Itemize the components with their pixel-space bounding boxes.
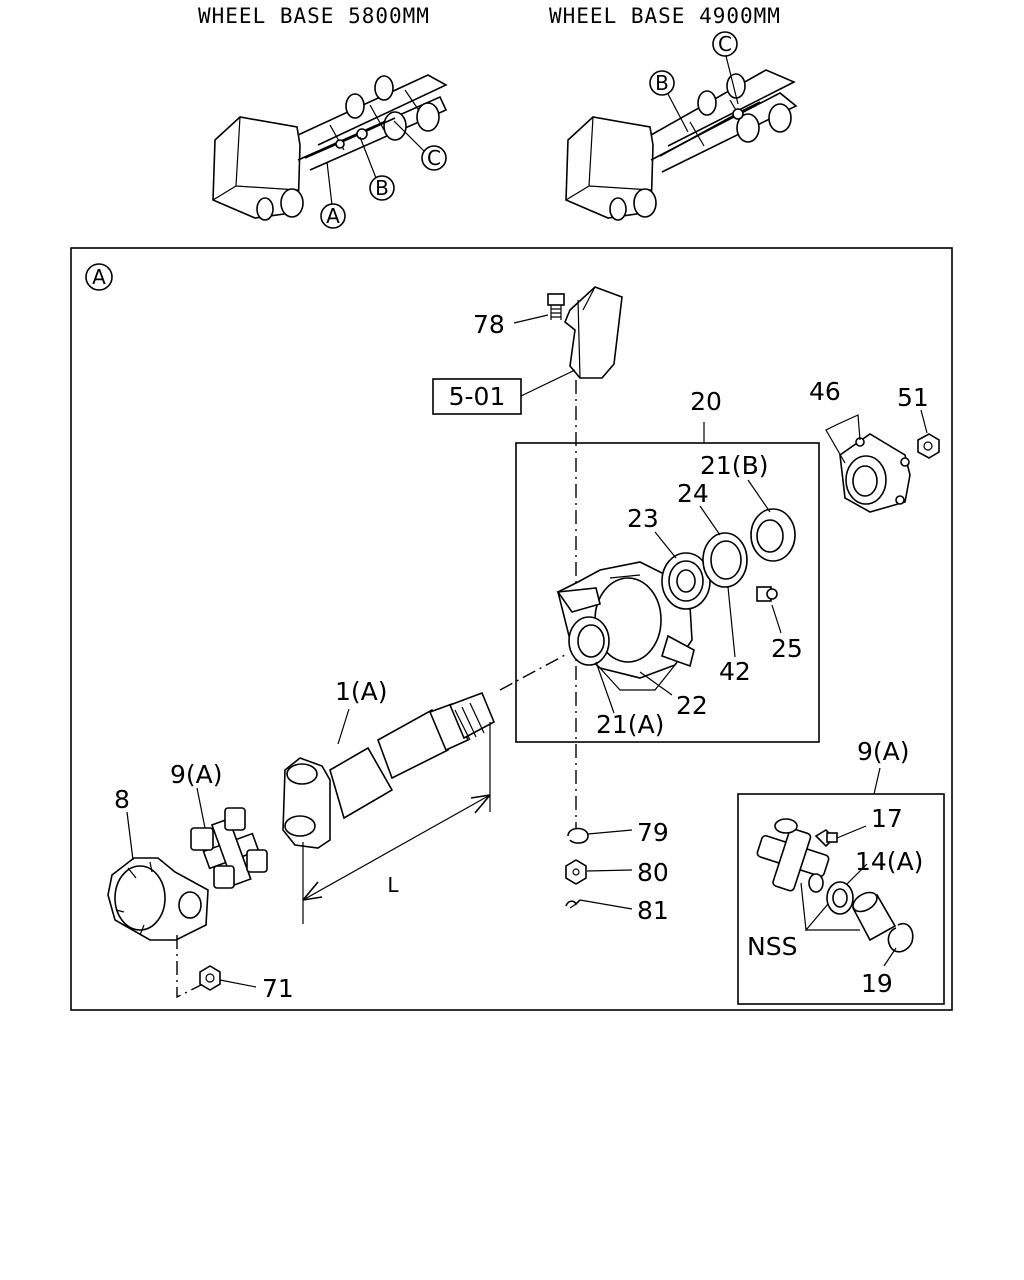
length-dimension bbox=[302, 722, 491, 924]
nut-71 bbox=[199, 965, 221, 991]
callout-19: 19 bbox=[861, 969, 893, 998]
callout-20: 20 bbox=[690, 387, 722, 416]
grease-nipple-25 bbox=[756, 586, 778, 602]
wheel-base-5800-title: WHEEL BASE 5800MM bbox=[198, 4, 430, 28]
callout-81: 81 bbox=[637, 896, 669, 925]
washer-79 bbox=[567, 827, 589, 844]
flange-yoke-8 bbox=[107, 857, 209, 941]
callout-8: 8 bbox=[114, 785, 130, 814]
reference-box bbox=[432, 378, 522, 415]
label-nss: NSS bbox=[747, 932, 797, 961]
callout-21b: 21(B) bbox=[700, 451, 768, 480]
propeller-shaft-1a bbox=[282, 691, 496, 849]
right-truck-tag-b: B bbox=[655, 71, 669, 95]
mounting-bracket bbox=[564, 286, 623, 379]
callout-79: 79 bbox=[637, 818, 669, 847]
bolt-78 bbox=[547, 293, 565, 320]
split-pin-81 bbox=[565, 899, 581, 909]
lock-nut-51 bbox=[917, 433, 940, 459]
callout-9a-main: 9(A) bbox=[170, 760, 223, 789]
detail-frame bbox=[70, 247, 953, 1011]
dimension-l-label: L bbox=[387, 873, 399, 897]
truck-chassis-4900 bbox=[565, 31, 798, 221]
callout-14a: 14(A) bbox=[855, 847, 923, 876]
reference-box-label: 5-01 bbox=[449, 382, 506, 411]
callout-46: 46 bbox=[809, 377, 841, 406]
left-truck-tag-b: B bbox=[375, 176, 389, 200]
truck-chassis-5800 bbox=[212, 74, 448, 229]
castle-nut-80 bbox=[565, 859, 587, 885]
callout-25: 25 bbox=[771, 634, 803, 663]
left-truck-tag-a: A bbox=[326, 204, 340, 228]
ring-24 bbox=[702, 532, 748, 588]
callout-51: 51 bbox=[897, 383, 929, 412]
bearing-cup bbox=[851, 891, 897, 942]
callout-42: 42 bbox=[719, 657, 751, 686]
callout-71: 71 bbox=[262, 974, 294, 1003]
companion-flange-46 bbox=[839, 433, 911, 513]
inset-title: 9(A) bbox=[857, 737, 910, 766]
left-truck-tag-c: C bbox=[427, 146, 441, 170]
seal-14a bbox=[826, 881, 854, 915]
detail-view-id: A bbox=[92, 265, 106, 289]
callout-24: 24 bbox=[677, 479, 709, 508]
callout-1a: 1(A) bbox=[335, 677, 388, 706]
universal-joint-spider bbox=[190, 807, 268, 889]
callout-78: 78 bbox=[473, 310, 505, 339]
callout-17: 17 bbox=[871, 804, 903, 833]
snap-ring-19 bbox=[887, 923, 914, 953]
center-bearing-assembly-box bbox=[515, 442, 820, 743]
callout-21a: 21(A) bbox=[596, 710, 664, 739]
ball-bearing-23 bbox=[661, 552, 711, 610]
universal-joint-inset-frame bbox=[737, 793, 945, 1005]
grease-fitting-17 bbox=[814, 828, 838, 848]
inset-spider bbox=[756, 818, 830, 893]
seal-21b bbox=[750, 508, 796, 562]
right-truck-tag-c: C bbox=[718, 32, 732, 56]
seal-21a bbox=[568, 616, 610, 666]
callout-23: 23 bbox=[627, 504, 659, 533]
callout-80: 80 bbox=[637, 858, 669, 887]
callout-22: 22 bbox=[676, 691, 708, 720]
wheel-base-4900-title: WHEEL BASE 4900MM bbox=[549, 4, 781, 28]
